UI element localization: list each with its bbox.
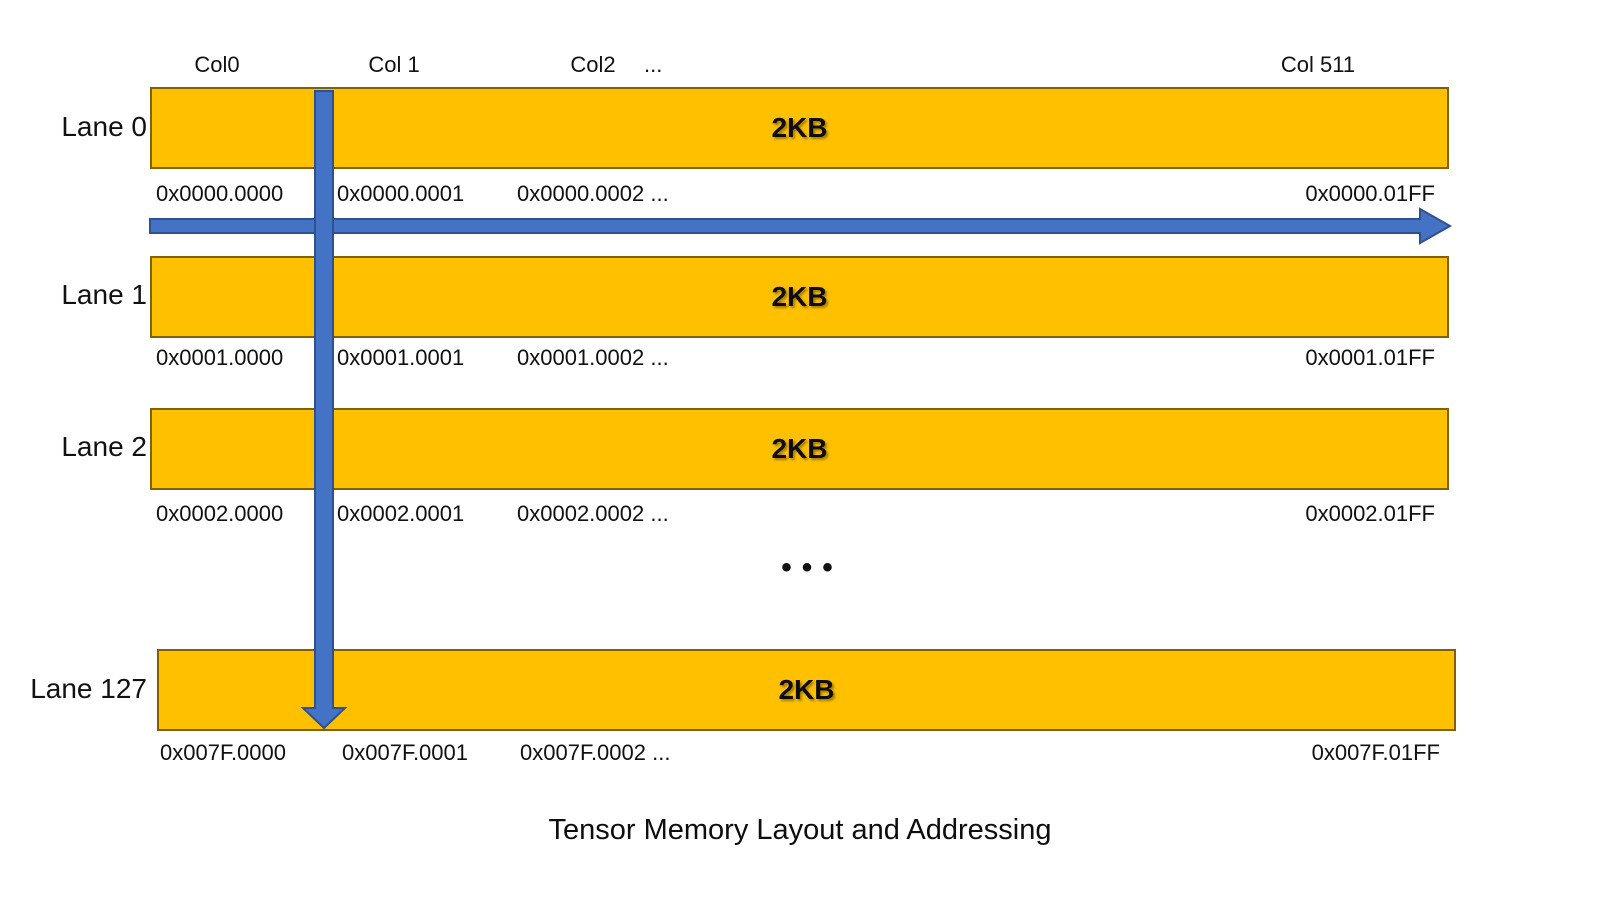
lane-2-bar: 2KB (150, 408, 1449, 490)
lane-2-address-last: 0x0002.01FF (1305, 501, 1435, 526)
lane-1-address-last: 0x0001.01FF (1305, 345, 1435, 370)
lane-127-address-last: 0x007F.01FF (1311, 740, 1440, 765)
lane-127-label: Lane 127 (30, 673, 147, 704)
lane-1-address-0: 0x0001.0000 (156, 345, 284, 370)
lane-2-size-label: 2KB (771, 433, 828, 464)
diagram-title: Tensor Memory Layout and Addressing (548, 814, 1052, 846)
lane-127-size-label: 2KB (778, 674, 835, 705)
lane-1-bar: 2KB (150, 256, 1449, 338)
lane-0-size-label: 2KB (771, 112, 828, 143)
right-arrow-icon (149, 207, 1453, 245)
column-header-col1: Col 1 (368, 52, 420, 77)
lane-1-address-1: 0x0001.0001 (337, 345, 465, 370)
lane-1-address-2: 0x0001.0002 ... (517, 345, 669, 370)
lane-127-address-1: 0x007F.0001 (342, 740, 468, 765)
lane-127-address-2: 0x007F.0002 ... (520, 740, 671, 765)
lane-1-size-label: 2KB (771, 281, 828, 312)
lanes-ellipsis: ••• (781, 551, 843, 584)
lane-0-address-0: 0x0000.0000 (156, 181, 284, 206)
lane-0-address-1: 0x0000.0001 (337, 181, 465, 206)
column-header-col2: Col2 (570, 52, 616, 77)
lane-0-address-2: 0x0000.0002 ... (517, 181, 669, 206)
column-header-col0: Col0 (194, 52, 240, 77)
lane-0-address-last: 0x0000.01FF (1305, 181, 1435, 206)
lane-2-address-2: 0x0002.0002 ... (517, 501, 669, 526)
lane-127-address-0: 0x007F.0000 (160, 740, 286, 765)
column-header-ellipsis: ... (644, 52, 663, 77)
lane-0-label: Lane 0 (61, 111, 147, 142)
lane-127-bar: 2KB (157, 649, 1456, 731)
lane-2-label: Lane 2 (61, 431, 147, 462)
lane-1-label: Lane 1 (61, 279, 147, 310)
lane-2-address-0: 0x0002.0000 (156, 501, 284, 526)
column-header-col511: Col 511 (1280, 52, 1356, 77)
lane-0-bar: 2KB (150, 87, 1449, 169)
lane-2-address-1: 0x0002.0001 (337, 501, 465, 526)
